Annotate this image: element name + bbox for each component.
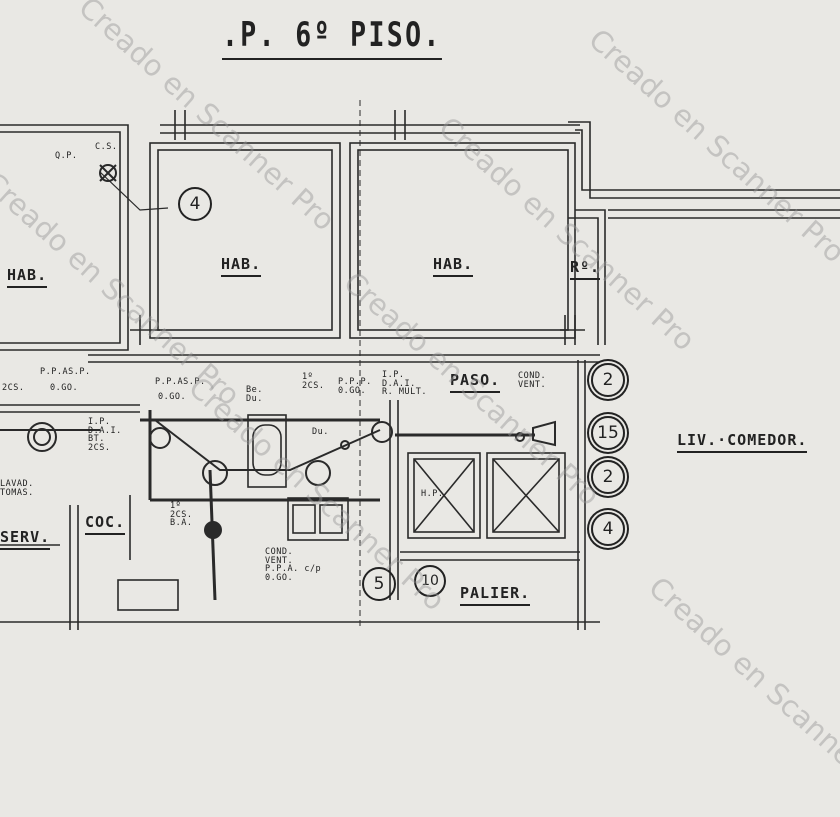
marker-2-a: 2: [591, 363, 625, 397]
fixture-symbols: [27, 164, 556, 539]
room-label-ro: Rº.: [570, 260, 601, 280]
room-label-hab-right: HAB.: [433, 257, 474, 277]
note-ogo-left: 0.GO.: [50, 383, 79, 393]
note-ip-dai-right: I.P. D.A.I. R. MULT.: [382, 370, 427, 397]
marker-10: 10: [414, 565, 446, 597]
room-label-liv-comedor: LIV.·COMEDOR.: [677, 433, 808, 453]
note-cond-vent-top: COND. VENT.: [518, 371, 547, 390]
note-pp-as-p-center: P.P.AS.P.: [155, 377, 206, 387]
marker-15: 15: [591, 416, 625, 450]
page-title: .P. 6º PISO.: [222, 18, 442, 60]
room-label-hab-left: HAB.: [7, 268, 48, 288]
note-cond-vent-bottom: COND. VENT. P.P.A. c/p 0.GO.: [265, 547, 322, 583]
note-pp-as-p-left: P.P.AS.P.: [40, 367, 91, 377]
marker-4-b: 4: [591, 512, 625, 546]
room-label-paso: PASO.: [450, 373, 501, 393]
note-ppp: P.P.P. 0.GO.: [338, 377, 372, 396]
room-label-hab-center: HAB.: [221, 257, 262, 277]
note-1-2cs: 1º 2CS.: [302, 372, 325, 391]
wall-lines: [0, 100, 840, 630]
marker-5: 5: [362, 567, 396, 601]
note-cs: C.S.: [95, 142, 118, 152]
floor-plan-drawing: [0, 100, 840, 630]
note-ip-dai-left: I.P. D.A.I. BT. 2CS.: [88, 417, 122, 453]
note-lavad-tomas: LAVAD. TOMAS.: [0, 479, 34, 498]
note-be-du: Be. Du.: [246, 385, 263, 404]
marker-2-b: 2: [591, 460, 625, 494]
marker-4-top: 4: [178, 187, 212, 221]
note-2cs-left: 2CS.: [2, 383, 25, 393]
note-ogo-center: 0.GO.: [158, 392, 187, 402]
note-hp: H.P.: [421, 489, 444, 499]
note-du: Du.: [312, 427, 329, 437]
room-label-serv: SERV.: [0, 530, 51, 550]
room-label-palier: PALIER.: [460, 586, 531, 606]
room-label-coc: COC.: [85, 515, 126, 535]
note-1-2cs-ba: 1º 2CS. B.A.: [170, 501, 193, 528]
note-qp: Q.P.: [55, 151, 78, 161]
